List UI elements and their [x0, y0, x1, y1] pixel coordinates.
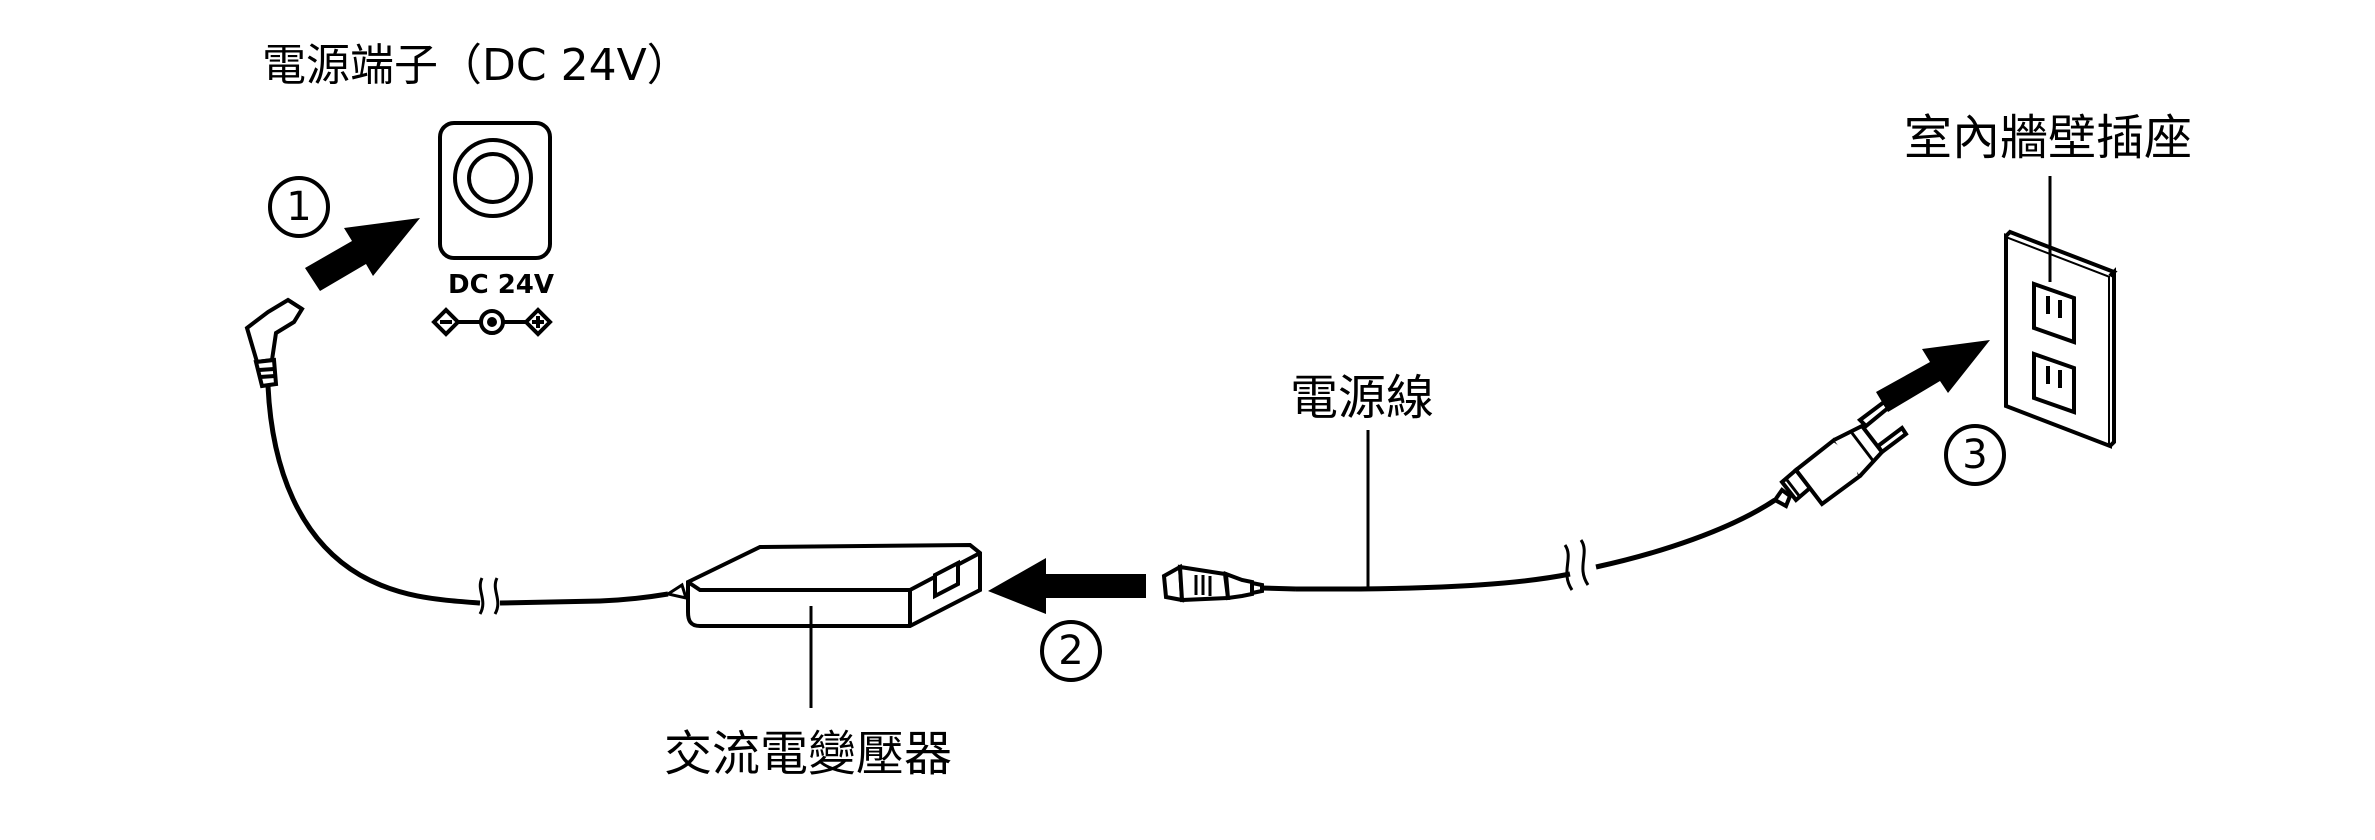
dc-plug — [244, 297, 305, 389]
step-2-marker: 2 — [1040, 620, 1102, 682]
polarity-symbol — [431, 307, 553, 337]
label-wall-outlet: 室內牆壁插座 — [1904, 110, 2193, 166]
label-power-cord: 電源線 — [1290, 370, 1435, 426]
power-cord — [1296, 497, 1777, 592]
appliance-plug — [1161, 563, 1297, 603]
arrow-step3 — [1876, 340, 1990, 412]
jack-marking: DC 24V — [448, 270, 555, 300]
arrow-step2 — [988, 558, 1146, 614]
arrow-step1 — [305, 218, 420, 291]
wall-outlet — [2004, 229, 2118, 449]
wall-plug — [1772, 399, 1909, 509]
label-ac-adapter: 交流電變壓器 — [664, 726, 953, 782]
dc-jack — [438, 121, 552, 260]
label-dc-terminal: 電源端子（DC 24V） — [262, 40, 691, 91]
ac-adapter-box — [686, 542, 982, 628]
dc-cable — [265, 385, 689, 615]
step-1-marker: 1 — [268, 176, 330, 238]
step-3-marker: 3 — [1944, 424, 2006, 486]
